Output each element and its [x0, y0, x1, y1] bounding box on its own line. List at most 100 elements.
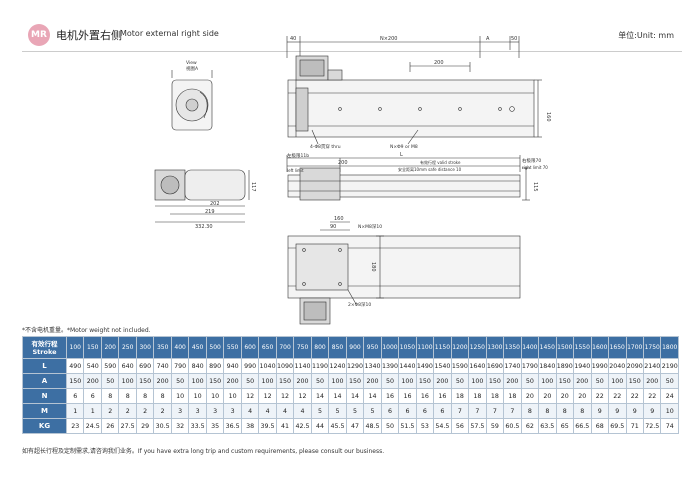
dim-50: 50	[511, 36, 517, 42]
stroke-cell: 400	[170, 336, 190, 359]
stroke-cell: 1550	[573, 336, 592, 359]
table-cell: 1790	[520, 358, 540, 374]
table-cell: 30.5	[153, 418, 172, 434]
hole-label-phi8: 2×Φ8深10	[348, 301, 371, 308]
dim-a: A	[486, 36, 490, 42]
table-cell: 150	[555, 373, 575, 389]
table-cell: 2090	[625, 358, 644, 374]
table-cell: 4	[240, 403, 260, 419]
page-header: MR 电机外置右侧 Motor external right side 单位:U…	[22, 18, 682, 52]
table-cell: 2	[135, 403, 155, 419]
table-cell: 16	[398, 388, 417, 404]
table-cell: 9	[590, 403, 610, 419]
table-cell: 7	[450, 403, 470, 419]
safety-label: 安全距离10mm safe distance 10	[398, 166, 462, 172]
side-view	[154, 155, 530, 223]
table-cell: 7	[485, 403, 505, 419]
stroke-cell: 1450	[538, 336, 557, 359]
table-cell: 18	[450, 388, 470, 404]
table-cell: 2040	[608, 358, 627, 374]
table-cell: 62	[520, 418, 540, 434]
table-cell: 59	[485, 418, 505, 434]
table-cell: 1290	[345, 358, 365, 374]
table-cell: 18	[468, 388, 487, 404]
table-cell: 640	[118, 358, 137, 374]
table-cell: 5	[310, 403, 330, 419]
table-cell: 5	[363, 403, 382, 419]
stroke-cell: 1600	[590, 336, 610, 359]
table-cell: 50	[660, 373, 679, 389]
table-cell: 1240	[328, 358, 347, 374]
table-cell: 200	[573, 373, 592, 389]
table-cell: 50	[310, 373, 330, 389]
table-cell: 6	[380, 403, 400, 419]
table-cell: 840	[188, 358, 207, 374]
table-cell: 490	[65, 358, 85, 374]
table-cell: 100	[188, 373, 207, 389]
stroke-cell: 500	[205, 336, 225, 359]
table-cell: 990	[240, 358, 260, 374]
dim-200: 200	[434, 60, 444, 66]
dim-160: 160	[545, 112, 551, 122]
table-cell: 45.5	[328, 418, 347, 434]
table-cell: 1990	[590, 358, 610, 374]
table-cell: 6	[415, 403, 435, 419]
stroke-cell: 700	[275, 336, 295, 359]
table-cell: 47	[345, 418, 365, 434]
table-cell: 100	[608, 373, 627, 389]
stroke-cell: 1300	[485, 336, 505, 359]
stroke-cell: 200	[100, 336, 120, 359]
model-badge: MR	[28, 24, 50, 46]
table-cell: 1340	[363, 358, 382, 374]
hole-label-thru: 4-Φ8贯穿 thru	[310, 143, 341, 150]
view-a-label-cn: 视图A	[186, 65, 199, 72]
table-cell: 1090	[275, 358, 295, 374]
table-cell: 1140	[293, 358, 312, 374]
table-cell: 44	[310, 418, 330, 434]
table-cell: 9	[625, 403, 644, 419]
table-cell: 72.5	[642, 418, 662, 434]
table-cell: 50	[170, 373, 190, 389]
stroke-cell: 450	[188, 336, 207, 359]
right-limit-label-en: right limit 70	[522, 165, 548, 170]
table-cell: 100	[538, 373, 557, 389]
table-cell: 150	[345, 373, 365, 389]
table-cell: 5	[345, 403, 365, 419]
table-cell: 100	[258, 373, 277, 389]
stroke-cell: 1700	[625, 336, 644, 359]
row-label: N	[22, 388, 67, 404]
table-cell: 100	[328, 373, 347, 389]
table-cell: 16	[433, 388, 452, 404]
technical-drawing: 40 N×200 A 50 200 160 4-Φ8贯穿 thru N×Φ9 o…	[154, 36, 551, 325]
table-cell: 1390	[380, 358, 400, 374]
table-cell: 18	[503, 388, 522, 404]
table-cell: 690	[135, 358, 155, 374]
row-label: M	[22, 403, 67, 419]
table-cell: 66.5	[573, 418, 592, 434]
table-cell: 8	[520, 403, 540, 419]
footer-note: 如有超长行程及定制需求,请咨询我们业务。If you have extra lo…	[22, 448, 385, 455]
dim-180: 180	[370, 262, 376, 272]
stroke-cell: 550	[223, 336, 242, 359]
stroke-cell: 1050	[398, 336, 417, 359]
table-cell: 12	[240, 388, 260, 404]
table-cell: 22	[608, 388, 627, 404]
table-cell: 29	[135, 418, 155, 434]
left-limit-label-en: left limit	[287, 168, 304, 173]
stroke-cell: 150	[83, 336, 102, 359]
dim-115: 115	[532, 182, 538, 192]
table-cell: 1190	[310, 358, 330, 374]
dim-40: 40	[290, 36, 296, 42]
table-cell: 16	[380, 388, 400, 404]
top-view	[286, 36, 542, 145]
table-cell: 57.5	[468, 418, 487, 434]
stroke-cell: 1650	[608, 336, 627, 359]
stroke-cell: 1150	[433, 336, 452, 359]
stroke-cell: 850	[328, 336, 347, 359]
table-cell: 14	[363, 388, 382, 404]
table-cell: 1740	[503, 358, 522, 374]
table-cell: 8	[538, 403, 557, 419]
table-cell: 2	[118, 403, 137, 419]
table-cell: 200	[293, 373, 312, 389]
